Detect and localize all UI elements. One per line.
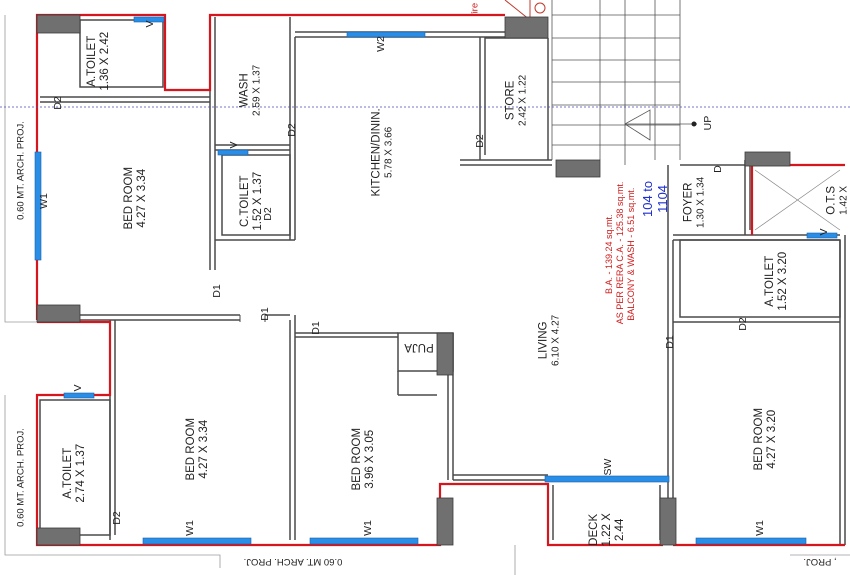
- tag-d2: D2: [285, 123, 298, 137]
- room-name: A.TOILET: [763, 255, 776, 307]
- fire-label: fire: [469, 2, 481, 17]
- room-toilet-bottom: A.TOILET 2.74 X 1.37: [62, 433, 88, 513]
- projection-outline: [4, 15, 850, 575]
- tag-d2: D2: [261, 207, 274, 221]
- windows: [34, 16, 838, 545]
- room-bed-left: BED ROOM 4.27 X 3.34: [123, 148, 149, 248]
- room-size-b: 2.44: [614, 518, 627, 542]
- area-statement: B.A. - 139.24 sq.mt. AS PER RERA C.A. - …: [603, 181, 636, 325]
- tag-d2: D2: [110, 511, 123, 525]
- stair-arrow-head: [691, 121, 697, 127]
- arch-projection-label: 0.60 MT. ARCH. PROJ.: [15, 121, 27, 220]
- room-name: FOYER: [682, 182, 695, 223]
- unit-range: 104 to 1104: [640, 169, 671, 229]
- tag-w1: W1: [37, 193, 50, 209]
- room-name: A.TOILET: [61, 447, 74, 499]
- room-size: 2.59 X 1.37: [251, 64, 263, 116]
- room-store: STORE 2.42 X 1.22: [505, 60, 530, 140]
- tag-v: V: [143, 20, 156, 28]
- tag-d1: D1: [210, 284, 223, 298]
- room-name: C.TOILET: [238, 175, 251, 227]
- room-size: 1.36 X 2.42: [99, 31, 111, 91]
- room-bed-mid: BED ROOM 4.27 X 3.34: [185, 399, 211, 499]
- room-wash: WASH 2.59 X 1.37: [239, 50, 264, 130]
- tag-d2: D2: [51, 96, 64, 110]
- built-area: B.A. - 139.24 sq.mt.: [603, 214, 614, 294]
- unit-boundary: [35, 13, 845, 547]
- tag-up: UP: [701, 115, 714, 131]
- room-bed-center: BED ROOM 3.96 X 3.05: [351, 409, 377, 509]
- structural-columns: [36, 14, 791, 546]
- room-size: 1.52 X 3.20: [777, 251, 789, 311]
- tag-v: V: [71, 384, 84, 392]
- unit-range-start: 104 to: [640, 180, 656, 218]
- tag-d1: D1: [258, 307, 271, 321]
- room-size: 3.96 X 3.05: [364, 429, 376, 489]
- tag-v: V: [227, 141, 240, 149]
- room-size: 6.10 X 4.27: [550, 314, 562, 366]
- unit-range-end: 1104: [655, 184, 670, 213]
- room-name: KITCHEN/DININ.: [370, 108, 383, 197]
- tag-d2: D2: [736, 317, 749, 331]
- room-name: BED ROOM: [350, 427, 363, 491]
- tag-w1: W1: [361, 520, 374, 536]
- room-name: DECK: [588, 513, 601, 546]
- room-name: BED ROOM: [184, 417, 197, 481]
- tag-d: D: [711, 165, 724, 173]
- room-c-toilet: C.TOILET 1.52 X 1.37: [239, 161, 265, 241]
- room-bed-right: BED ROOM 4.27 X 3.20: [753, 389, 779, 489]
- room-size: 4.27 X 3.20: [766, 409, 778, 469]
- room-name: A.TOILET: [85, 35, 98, 87]
- ots-shaft: [754, 169, 841, 231]
- room-name: BED ROOM: [122, 166, 135, 230]
- tag-d1: D1: [309, 321, 322, 335]
- room-puja: PUJA: [402, 340, 436, 353]
- arch-projection-label: , PROJ.: [803, 555, 837, 567]
- tag-d1: D1: [663, 335, 676, 349]
- door-openings: [239, 315, 266, 322]
- room-size: 1.52 X 1.37: [252, 171, 264, 231]
- room-name: BED ROOM: [752, 407, 765, 471]
- tag-sw: SW: [601, 458, 614, 476]
- room-size: 2.42 X 1.22: [517, 74, 529, 126]
- room-size-a: 1.22 X: [601, 513, 614, 547]
- room-living: LIVING 6.10 X 4.27: [538, 300, 563, 380]
- room-name: STORE: [504, 80, 517, 121]
- room-name: PUJA: [404, 341, 434, 354]
- tag-d2: D2: [473, 134, 486, 148]
- room-toilet-right: A.TOILET 1.52 X 3.20: [764, 241, 790, 321]
- room-deck: DECK 1.22 X 2.44: [588, 500, 628, 560]
- arch-projection-label: 0.60 MT. ARCH. PROJ.: [15, 428, 27, 527]
- tag-w1: W1: [183, 520, 196, 536]
- room-toilet-top: A.TOILET 1.36 X 2.42: [86, 21, 112, 101]
- room-size: 1.30 X 1.34: [695, 176, 707, 228]
- room-size: 4.27 X 3.34: [198, 419, 210, 479]
- balcony-wash-area: BALCONY & WASH - 6.51 sq.mt.: [625, 187, 636, 321]
- tag-v: V: [817, 228, 830, 236]
- room-kitchen: KITCHEN/DININ. 5.78 X 3.66: [371, 97, 396, 207]
- arch-projection-label: 0.60 MT. ARCH. PROJ.: [243, 555, 343, 567]
- room-name: WASH: [238, 73, 251, 108]
- staircase: [551, 0, 697, 165]
- room-foyer: FOYER 1.30 X 1.34: [683, 162, 708, 242]
- room-size: 4.27 X 3.34: [136, 168, 148, 228]
- room-size: 1.42 X: [838, 185, 850, 215]
- room-size: 2.74 X 1.37: [75, 443, 87, 503]
- room-size: 5.78 X 3.66: [383, 126, 395, 178]
- room-name: LIVING: [537, 321, 550, 360]
- rera-carpet-area: AS PER RERA C.A. - 125.38 sq.mt.: [614, 181, 625, 325]
- tag-w1: W1: [753, 520, 766, 536]
- interior-walls: [39, 17, 846, 545]
- tag-w2: W2: [374, 36, 387, 52]
